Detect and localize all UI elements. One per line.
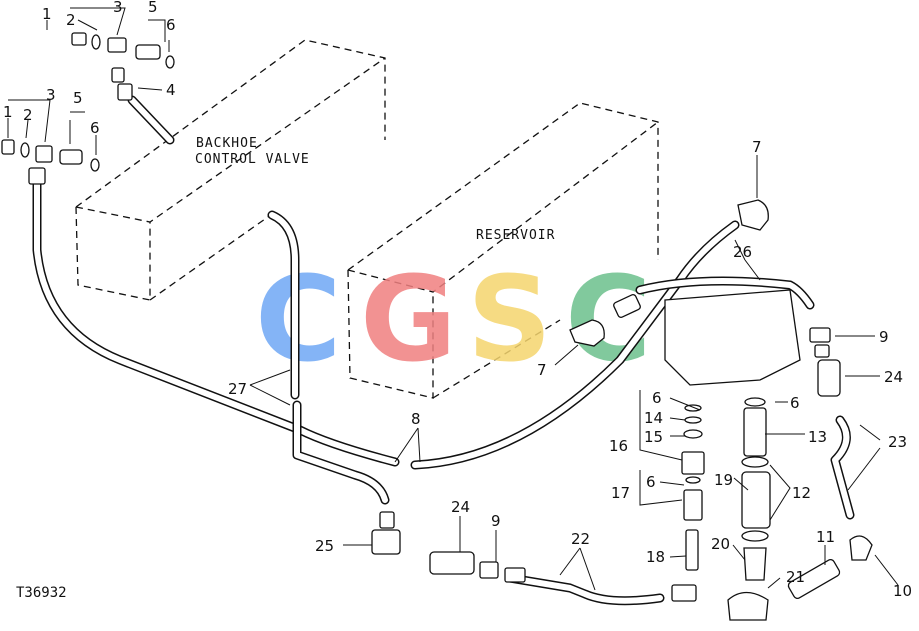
callout-1-top: 1 [42, 5, 52, 23]
callout-26: 26 [733, 243, 752, 261]
callout-6-c: 6 [652, 389, 662, 407]
callout-14: 14 [644, 409, 663, 427]
callout-8: 8 [411, 410, 421, 428]
watermark-letter-s: S [467, 250, 552, 388]
reservoir-block [347, 102, 659, 399]
callout-7-mid: 7 [537, 361, 547, 379]
callout-10: 10 [893, 582, 912, 600]
callout-2-top: 2 [66, 11, 76, 29]
watermark-letter-c2: C [565, 250, 652, 388]
callout-4: 4 [166, 81, 176, 99]
callout-21: 21 [786, 568, 805, 586]
callout-24-bottom: 24 [451, 498, 470, 516]
callout-6-top: 6 [166, 16, 176, 34]
callout-25: 25 [315, 537, 334, 555]
callout-22: 22 [571, 530, 590, 548]
callout-6-left: 6 [90, 119, 100, 137]
callout-15: 15 [644, 428, 663, 446]
callout-9-right: 9 [879, 328, 889, 346]
callout-2-left: 2 [23, 106, 33, 124]
fittings-bottom [371, 511, 526, 583]
fittings-top-row [71, 32, 175, 101]
watermark-letter-g: G [360, 250, 457, 388]
callout-6-d: 6 [646, 473, 656, 491]
reservoir-label: RESERVOIR [476, 228, 555, 243]
backhoe-label-line2: CONTROL VALVE [195, 152, 310, 167]
callout-9-bottom: 9 [491, 512, 501, 530]
fittings-center-column [671, 404, 705, 602]
callout-13: 13 [808, 428, 827, 446]
callout-5-left: 5 [73, 89, 83, 107]
callout-6-e: 6 [790, 394, 800, 412]
callout-numbers: 1 2 3 5 6 4 1 2 3 5 6 7 26 7 9 24 6 14 1… [3, 0, 912, 600]
hoses [32, 95, 855, 606]
callout-3-left: 3 [46, 86, 56, 104]
cgsc-watermark: C G S C [255, 250, 652, 388]
callout-27: 27 [228, 380, 247, 398]
callout-7-top: 7 [752, 138, 762, 156]
fittings-left-row [1, 139, 100, 185]
callout-1-left: 1 [3, 103, 13, 121]
callout-20: 20 [711, 535, 730, 553]
backhoe-label-line1: BACKHOE [196, 136, 258, 151]
callout-17: 17 [611, 484, 630, 502]
callout-11: 11 [816, 528, 835, 546]
figure-id: T36932 [16, 585, 67, 601]
callout-19: 19 [714, 471, 733, 489]
callout-12: 12 [792, 484, 811, 502]
callout-24-right: 24 [884, 368, 903, 386]
callout-23: 23 [888, 433, 907, 451]
callout-18: 18 [646, 548, 665, 566]
callout-16: 16 [609, 437, 628, 455]
fittings-right [569, 199, 873, 621]
backhoe-control-valve-block [75, 39, 386, 301]
leader-lines [7, 7, 899, 591]
callout-5-top: 5 [148, 0, 158, 16]
callout-3-top: 3 [113, 0, 123, 16]
